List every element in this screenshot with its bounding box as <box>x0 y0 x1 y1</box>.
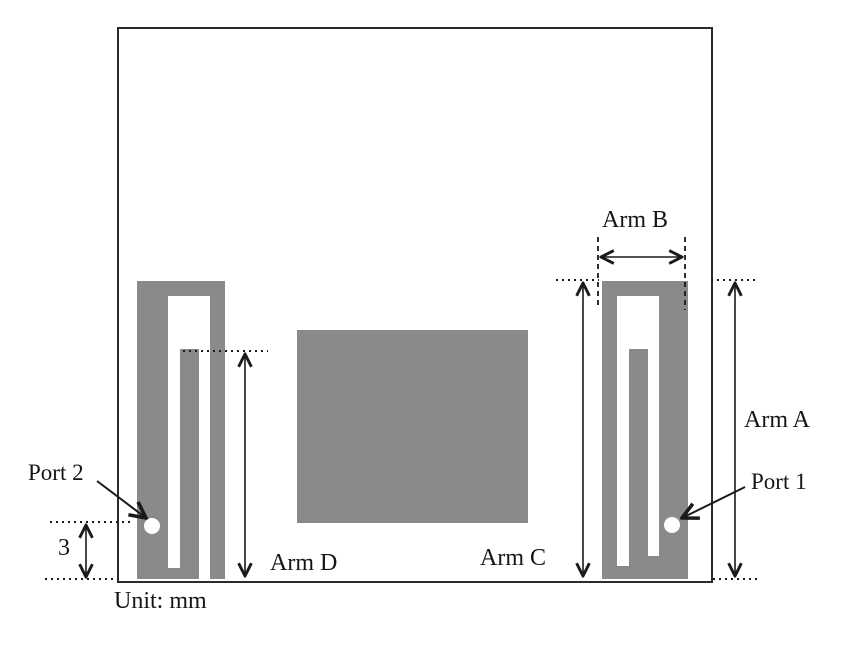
arm-b-label: Arm B <box>602 207 668 233</box>
port-1-label: Port 1 <box>751 469 807 494</box>
center-ground-patch <box>297 330 528 523</box>
left-antenna-inner-slot-left <box>168 296 180 568</box>
arm-a-label: Arm A <box>744 407 810 433</box>
unit-note: Unit: mm <box>114 588 207 614</box>
arm-c-label: Arm C <box>480 545 546 571</box>
left-antenna-inner-slot-right <box>199 296 210 579</box>
feed-gap-dimension-label: 3 <box>58 535 70 561</box>
arm-d-label: Arm D <box>270 550 338 576</box>
port-2-marker <box>144 518 160 534</box>
port-2-label: Port 2 <box>28 460 84 485</box>
right-antenna-inner-slot-left <box>617 296 629 566</box>
right-antenna-inner-slot-right <box>648 296 659 556</box>
port-1-marker <box>664 517 680 533</box>
